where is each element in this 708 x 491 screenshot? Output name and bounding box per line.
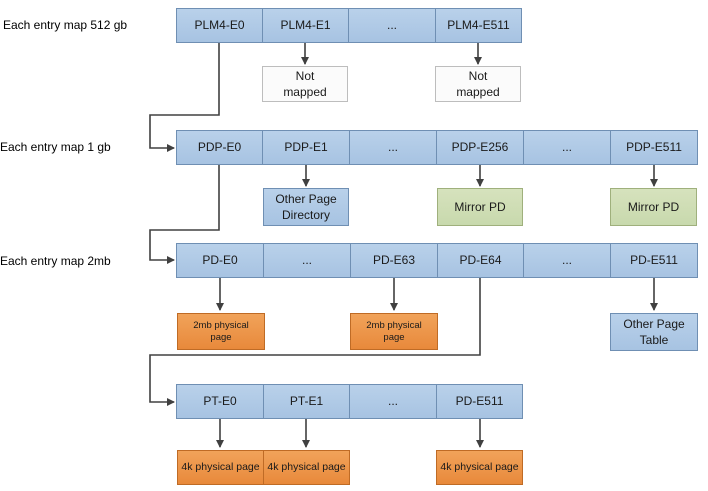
pdp-entry-ellipsis-1: ... — [349, 130, 437, 165]
pd-entry-e64: PD-E64 — [437, 243, 524, 278]
other-page-table-box: Other Page Table — [610, 313, 698, 351]
mirror-pd-e511-box: Mirror PD — [610, 188, 697, 226]
pml4-entry-e511: PLM4-E511 — [435, 8, 522, 43]
not-mapped-e1-box: Not mapped — [262, 66, 348, 102]
pt-entry-ellipsis: ... — [349, 384, 437, 419]
pdp-entry-e0: PDP-E0 — [176, 130, 263, 165]
row-label-pml4: Each entry map 512 gb — [3, 18, 128, 32]
pt-entry-e511: PD-E511 — [436, 384, 523, 419]
pd-entry-e0: PD-E0 — [176, 243, 264, 278]
mirror-pd-e256-box: Mirror PD — [437, 188, 523, 226]
pd-entry-e511: PD-E511 — [610, 243, 698, 278]
pdp-entry-e511: PDP-E511 — [610, 130, 698, 165]
physical-page-4k-e0: 4k physical page — [177, 450, 264, 485]
row-label-pd: Each entry map 2mb — [0, 254, 111, 268]
pd-entry-e63: PD-E63 — [350, 243, 438, 278]
pd-entry-ellipsis-2: ... — [523, 243, 611, 278]
pml4-entry-e0: PLM4-E0 — [176, 8, 263, 43]
pd-entry-ellipsis-1: ... — [263, 243, 351, 278]
row-label-pdp: Each entry map 1 gb — [0, 140, 111, 154]
physical-page-4k-e511: 4k physical page — [436, 450, 523, 485]
pdp-entry-ellipsis-2: ... — [523, 130, 611, 165]
pdp-entry-e1: PDP-E1 — [262, 130, 350, 165]
physical-page-4k-e1: 4k physical page — [263, 450, 350, 485]
not-mapped-e511-box: Not mapped — [435, 66, 521, 102]
pt-entry-e1: PT-E1 — [263, 384, 350, 419]
pdp-entry-e256: PDP-E256 — [436, 130, 524, 165]
physical-page-2mb-e63: 2mb physical page — [350, 313, 438, 350]
pt-entry-e0: PT-E0 — [176, 384, 264, 419]
other-page-directory-box: Other Page Directory — [263, 188, 349, 226]
physical-page-2mb-e0: 2mb physical page — [177, 313, 265, 350]
pml4-entry-ellipsis: ... — [348, 8, 436, 43]
pml4-entry-e1: PLM4-E1 — [262, 8, 349, 43]
